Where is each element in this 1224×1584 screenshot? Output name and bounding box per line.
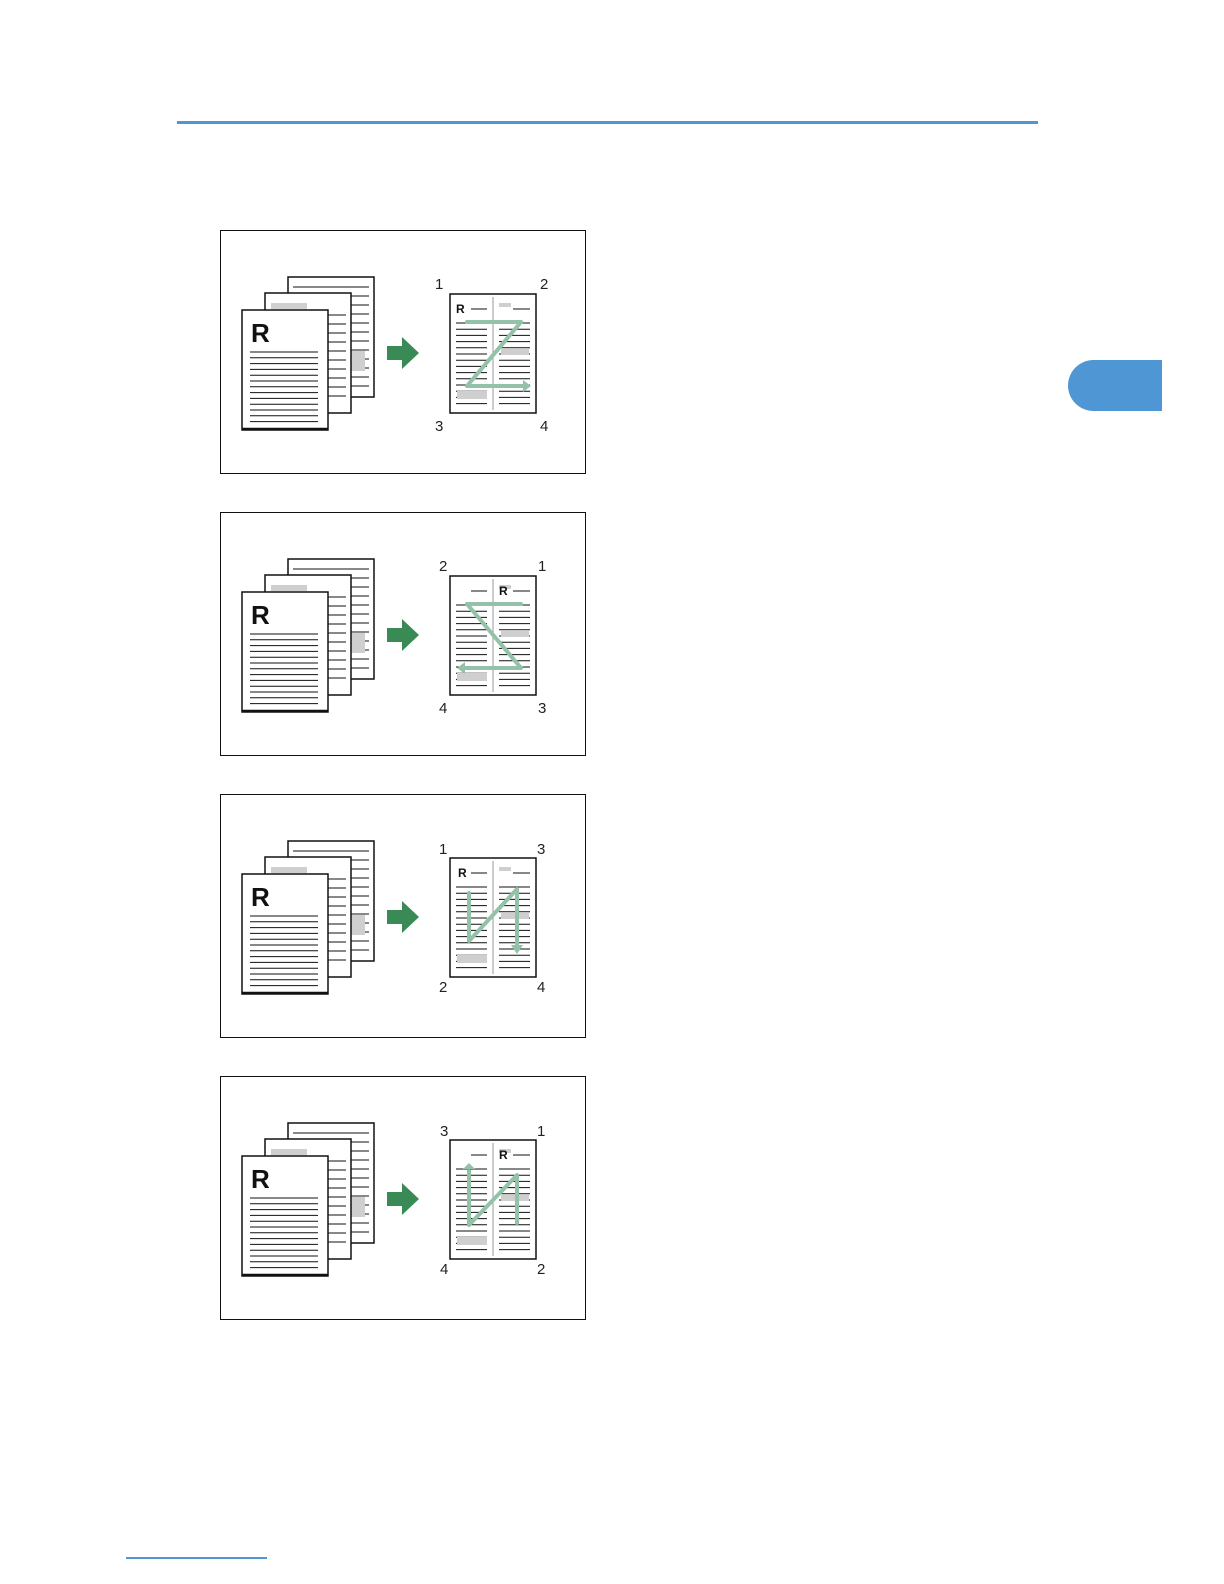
corner-number-bottom-right: 3 <box>538 700 546 717</box>
corner-number-bottom-left: 4 <box>440 1261 448 1278</box>
layout-panel-right-to-left: 2 1 4 3 R R <box>220 512 586 756</box>
stack-letter: R <box>251 1164 270 1194</box>
right-arrow-icon <box>387 337 419 369</box>
header-rule <box>177 121 1038 124</box>
corner-number-top-left: 2 <box>439 558 447 575</box>
corner-number-top-right: 1 <box>537 1123 545 1140</box>
corner-number-top-left: 1 <box>439 841 447 858</box>
out-letter: R <box>458 866 467 880</box>
corner-number-top-right: 3 <box>537 841 545 858</box>
corner-number-top-left: 3 <box>440 1123 448 1140</box>
corner-number-top-right: 1 <box>538 558 546 575</box>
corner-number-bottom-right: 2 <box>537 1261 545 1278</box>
stack-letter: R <box>251 318 270 348</box>
corner-number-top-right: 2 <box>540 276 548 293</box>
out-letter: R <box>499 1148 508 1162</box>
layout-panel-top-to-bottom-right-start: 3 1 4 2 R R <box>220 1076 586 1320</box>
corner-number-bottom-left: 4 <box>439 700 447 717</box>
out-letter: R <box>499 584 508 598</box>
out-letter: R <box>456 302 465 316</box>
original-stack <box>242 841 374 994</box>
corner-number-top-left: 1 <box>435 276 443 293</box>
right-arrow-icon <box>387 619 419 651</box>
original-stack <box>242 559 374 712</box>
corner-number-bottom-right: 4 <box>537 979 545 996</box>
layout-panel-left-to-right: 1 2 3 4 R R <box>220 230 586 474</box>
original-stack <box>242 277 374 430</box>
combined-page <box>450 576 536 695</box>
stack-letter: R <box>251 882 270 912</box>
layout-panel-top-to-bottom-left-start: 1 3 2 4 R R <box>220 794 586 1038</box>
chapter-tab <box>1068 360 1162 411</box>
combined-page <box>450 1140 536 1259</box>
right-arrow-icon <box>387 1183 419 1215</box>
corner-number-bottom-left: 2 <box>439 979 447 996</box>
stack-letter: R <box>251 600 270 630</box>
right-arrow-icon <box>387 901 419 933</box>
original-stack <box>242 1123 374 1276</box>
corner-number-bottom-left: 3 <box>435 418 443 435</box>
footer-rule <box>126 1557 267 1559</box>
corner-number-bottom-right: 4 <box>540 418 548 435</box>
